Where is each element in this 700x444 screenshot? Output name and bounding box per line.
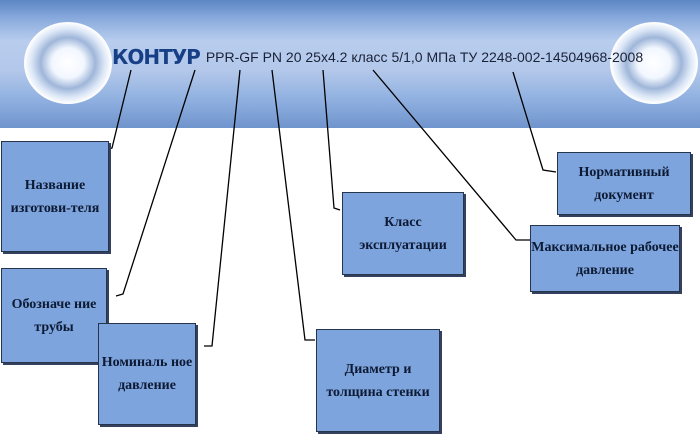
leader-designation xyxy=(115,69,196,297)
pipe-end-right xyxy=(610,22,698,104)
leader-nominal-pressure xyxy=(204,69,241,347)
callout-norm-document: Нормативный документ xyxy=(557,152,691,215)
callout-diameter-wall-text: Диаметр и толщина стенки xyxy=(326,361,430,400)
callout-manufacturer: Название изготови-теля xyxy=(1,141,109,252)
callout-max-pressure: Максимальное рабочее давление xyxy=(530,225,680,292)
callout-operation-class: Класс эксплуатации xyxy=(342,192,464,275)
callout-diameter-wall: Диаметр и толщина стенки xyxy=(316,329,440,432)
callout-nominal-pressure-text: Номиналь ное давление xyxy=(101,355,193,393)
callout-manufacturer-text: Название изготови-теля xyxy=(10,177,100,216)
leader-manufacturer xyxy=(105,69,132,151)
leader-max-pressure xyxy=(372,69,530,241)
leader-diameter-wall xyxy=(271,69,315,341)
callout-nominal-pressure: Номиналь ное давление xyxy=(98,323,196,425)
pipe-body: КОНТУР PPR-GF PN 20 25x4.2 класс 5/1,0 М… xyxy=(0,0,700,128)
pipe-end-left xyxy=(24,22,112,104)
manufacturer-logo: КОНТУР xyxy=(112,45,201,69)
marking-text: PPR-GF PN 20 25x4.2 класс 5/1,0 МПа ТУ 2… xyxy=(205,49,644,65)
callout-designation: Обозначе ние трубы xyxy=(1,268,107,363)
pipe-marking: КОНТУР PPR-GF PN 20 25x4.2 класс 5/1,0 М… xyxy=(112,43,643,71)
callout-operation-class-text: Класс эксплуатации xyxy=(359,214,447,253)
callout-max-pressure-text: Максимальное рабочее давление xyxy=(531,239,679,278)
leader-norm-document xyxy=(512,71,557,173)
callout-norm-document-text: Нормативный документ xyxy=(578,164,670,203)
callout-designation-text: Обозначе ние трубы xyxy=(11,296,97,335)
leader-operation-class xyxy=(322,69,341,211)
